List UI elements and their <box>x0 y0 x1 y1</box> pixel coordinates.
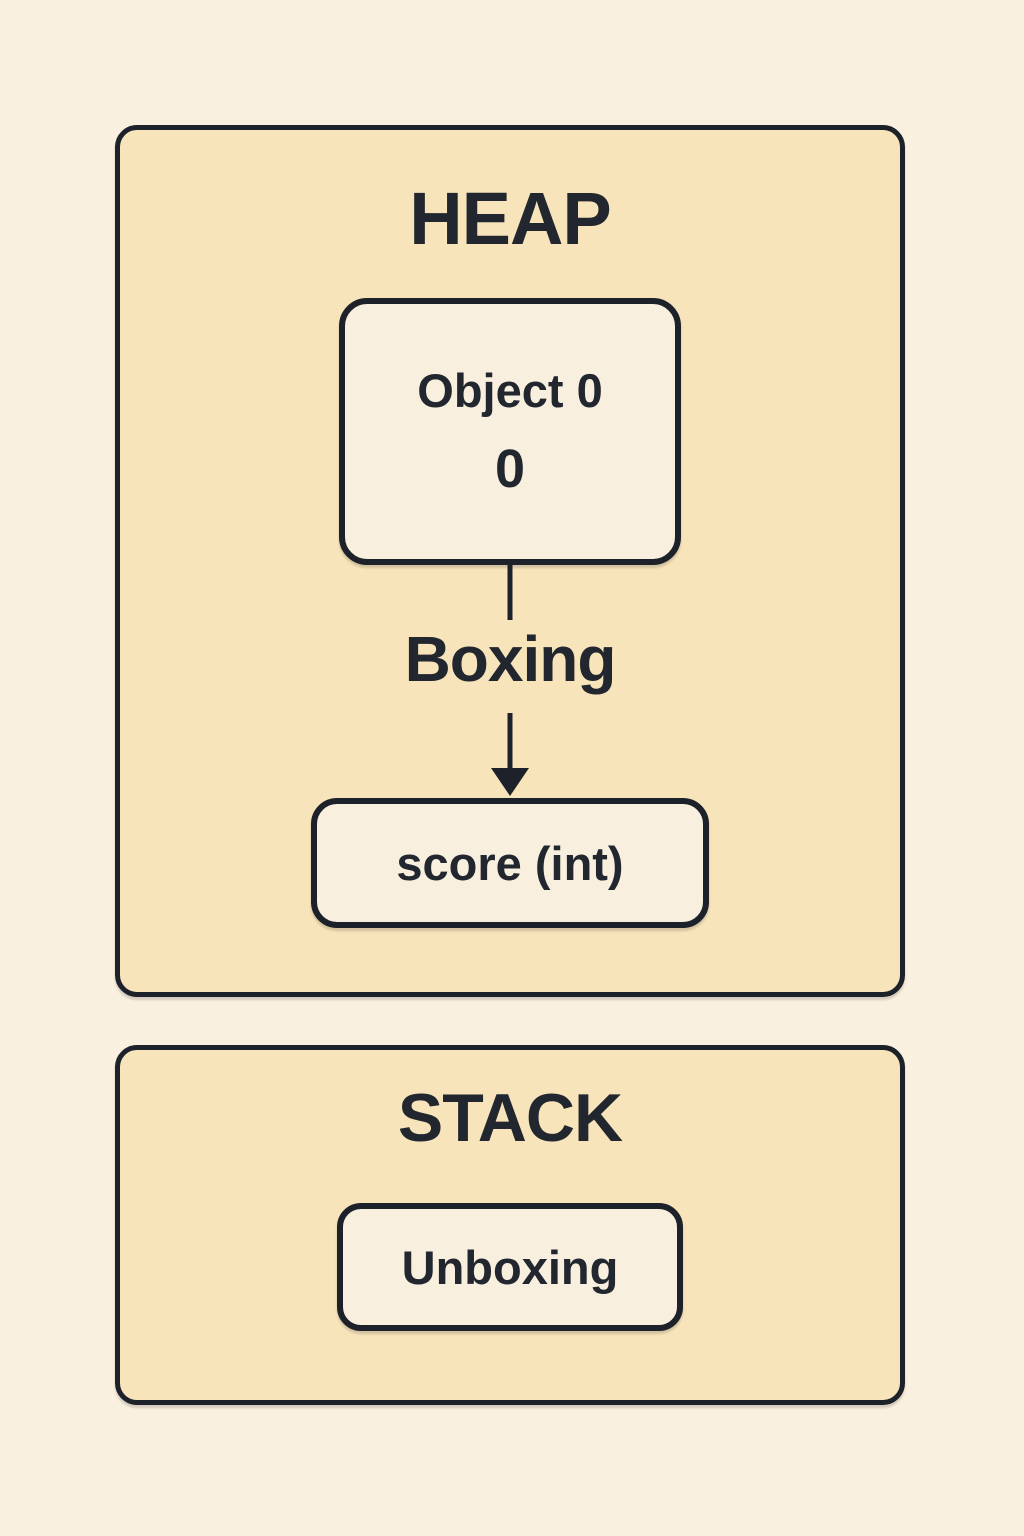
arrow-down-icon <box>491 768 529 796</box>
boxing-connector-line-bottom <box>507 713 513 771</box>
stack-title: STACK <box>397 1080 623 1156</box>
stack-panel: STACK Unboxing <box>115 1045 905 1405</box>
object-node: Object 0 0 <box>339 298 681 565</box>
boxing-connector-line-top <box>507 565 513 620</box>
unboxing-node-label: Unboxing <box>401 1240 619 1294</box>
score-node: score (int) <box>311 798 709 928</box>
object-node-name: Object 0 <box>417 364 603 417</box>
heap-title: HEAP <box>409 177 612 260</box>
object-node-value: 0 <box>494 439 526 499</box>
boxing-edge-label: Boxing <box>404 623 617 695</box>
unboxing-node: Unboxing <box>337 1203 683 1331</box>
heap-panel: HEAP Object 0 0 Boxing score (int) <box>115 125 905 997</box>
score-node-label: score (int) <box>396 836 624 890</box>
